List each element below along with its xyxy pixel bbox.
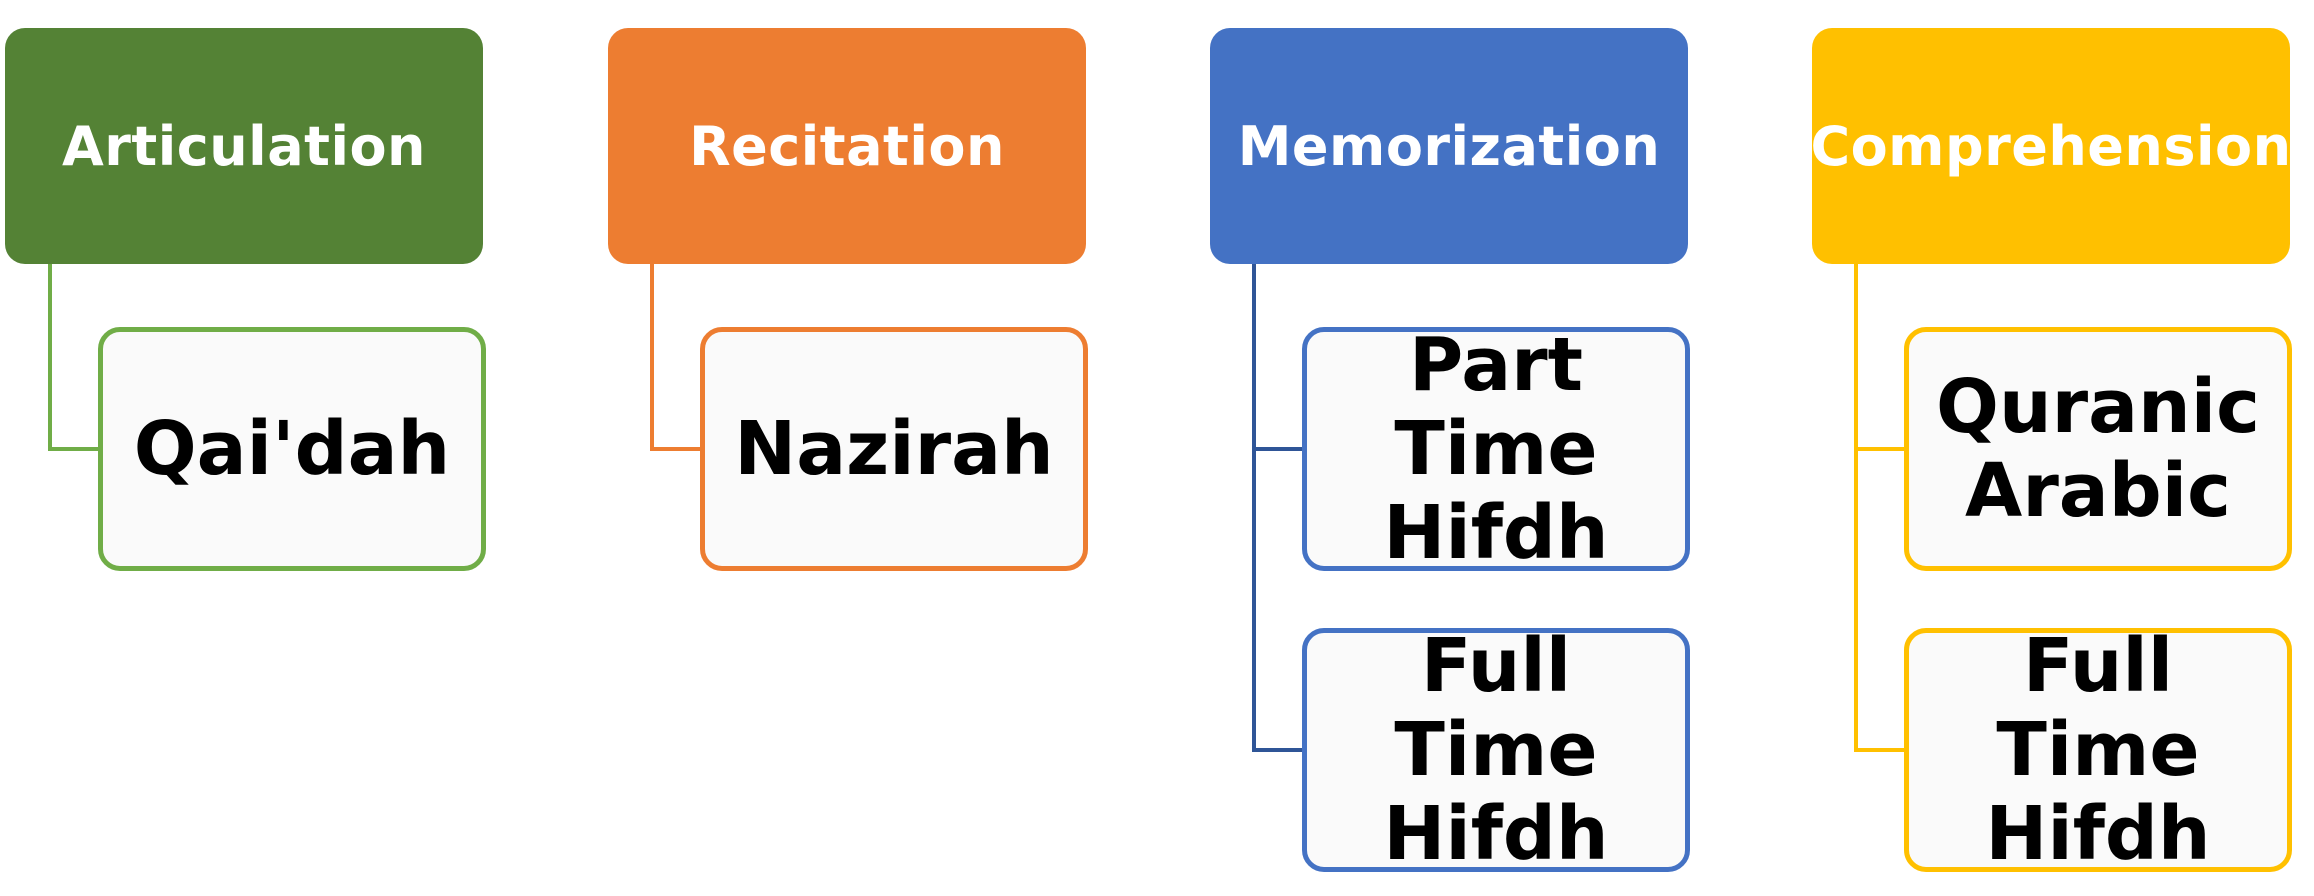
node-memorization: Memorization [1210, 28, 1688, 264]
node-nazirah: Nazirah [700, 327, 1088, 571]
connector-memorization [1252, 264, 1302, 752]
connector-recitation [650, 264, 700, 451]
node-articulation: Articulation [5, 28, 483, 264]
node-full-time-hifdh-memorization: Full Time Hifdh [1302, 624, 1690, 876]
node-full-time-hifdh-comprehension: Full Time Hifdh [1904, 624, 2292, 876]
node-quranic-arabic: Quranic Arabic [1904, 327, 2292, 571]
node-comprehension: Comprehension [1810, 28, 2291, 264]
connector-comprehension [1854, 264, 1904, 752]
node-part-time-hifdh: Part Time Hifdh [1302, 323, 1690, 575]
connector-articulation [48, 264, 98, 451]
node-recitation: Recitation [608, 28, 1086, 264]
node-qaidah: Qai'dah [98, 327, 486, 571]
